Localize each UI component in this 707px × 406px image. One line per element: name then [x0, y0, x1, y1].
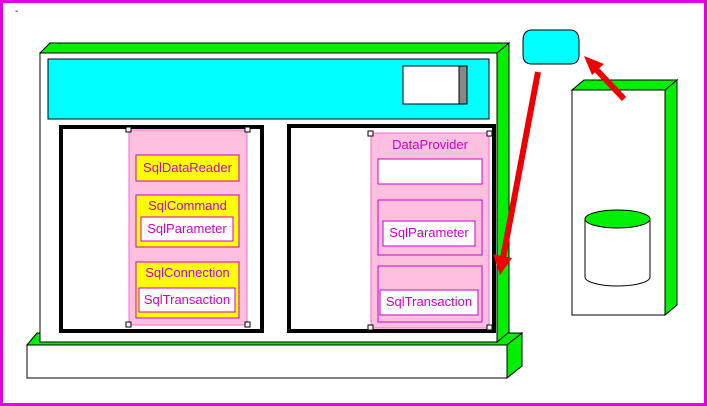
cyan-node[interactable] [522, 29, 580, 65]
sqlconnection-tx-label: SqlTransaction [143, 292, 231, 307]
provider-tx-label: SqlTransaction [385, 294, 473, 309]
sqldatareader-box [135, 154, 240, 182]
sqlcommand-label: SqlCommand [148, 198, 227, 213]
provider-param-inner [382, 220, 476, 247]
arrow-node-to-provider-head [493, 254, 512, 275]
sqlconnection-tx-box [138, 287, 236, 313]
base-front-face [26, 344, 508, 379]
sqlconnection-label: SqlConnection [145, 265, 230, 280]
provider-empty-box [377, 158, 483, 185]
dataprovider-label: DataProvider [392, 137, 468, 152]
sqlcommand-param-box [140, 216, 234, 242]
handle-r-tr[interactable] [486, 130, 493, 137]
arrow-server-to-node-shaft [590, 63, 627, 102]
arrow-node-to-provider-shaft [500, 71, 541, 259]
handle-br[interactable] [244, 321, 251, 328]
sqldatareader-label: SqlDataReader [143, 160, 232, 175]
server-side-face [664, 78, 678, 317]
sqlcommand-param-label: SqlParameter [147, 221, 227, 236]
handle-r-bl[interactable] [367, 324, 374, 331]
server-top-face [570, 79, 679, 91]
handle-r-br[interactable] [486, 324, 493, 331]
provider-tx-inner [379, 289, 479, 316]
corner-mark: - [15, 6, 19, 17]
arrow-server-to-node-head [584, 56, 604, 75]
handle-tr[interactable] [244, 126, 251, 133]
handle-r-tl[interactable] [367, 130, 374, 137]
db-cylinder-mask [585, 219, 650, 277]
monitor-side-bezel [496, 41, 510, 344]
handle-tl[interactable] [125, 126, 132, 133]
handle-bl[interactable] [125, 321, 132, 328]
monitor-top-bezel [38, 42, 511, 54]
provider-param-label: SqlParameter [389, 225, 469, 240]
header-button-edge [458, 65, 468, 105]
db-cylinder-top [584, 209, 651, 229]
header-button[interactable] [402, 65, 468, 105]
